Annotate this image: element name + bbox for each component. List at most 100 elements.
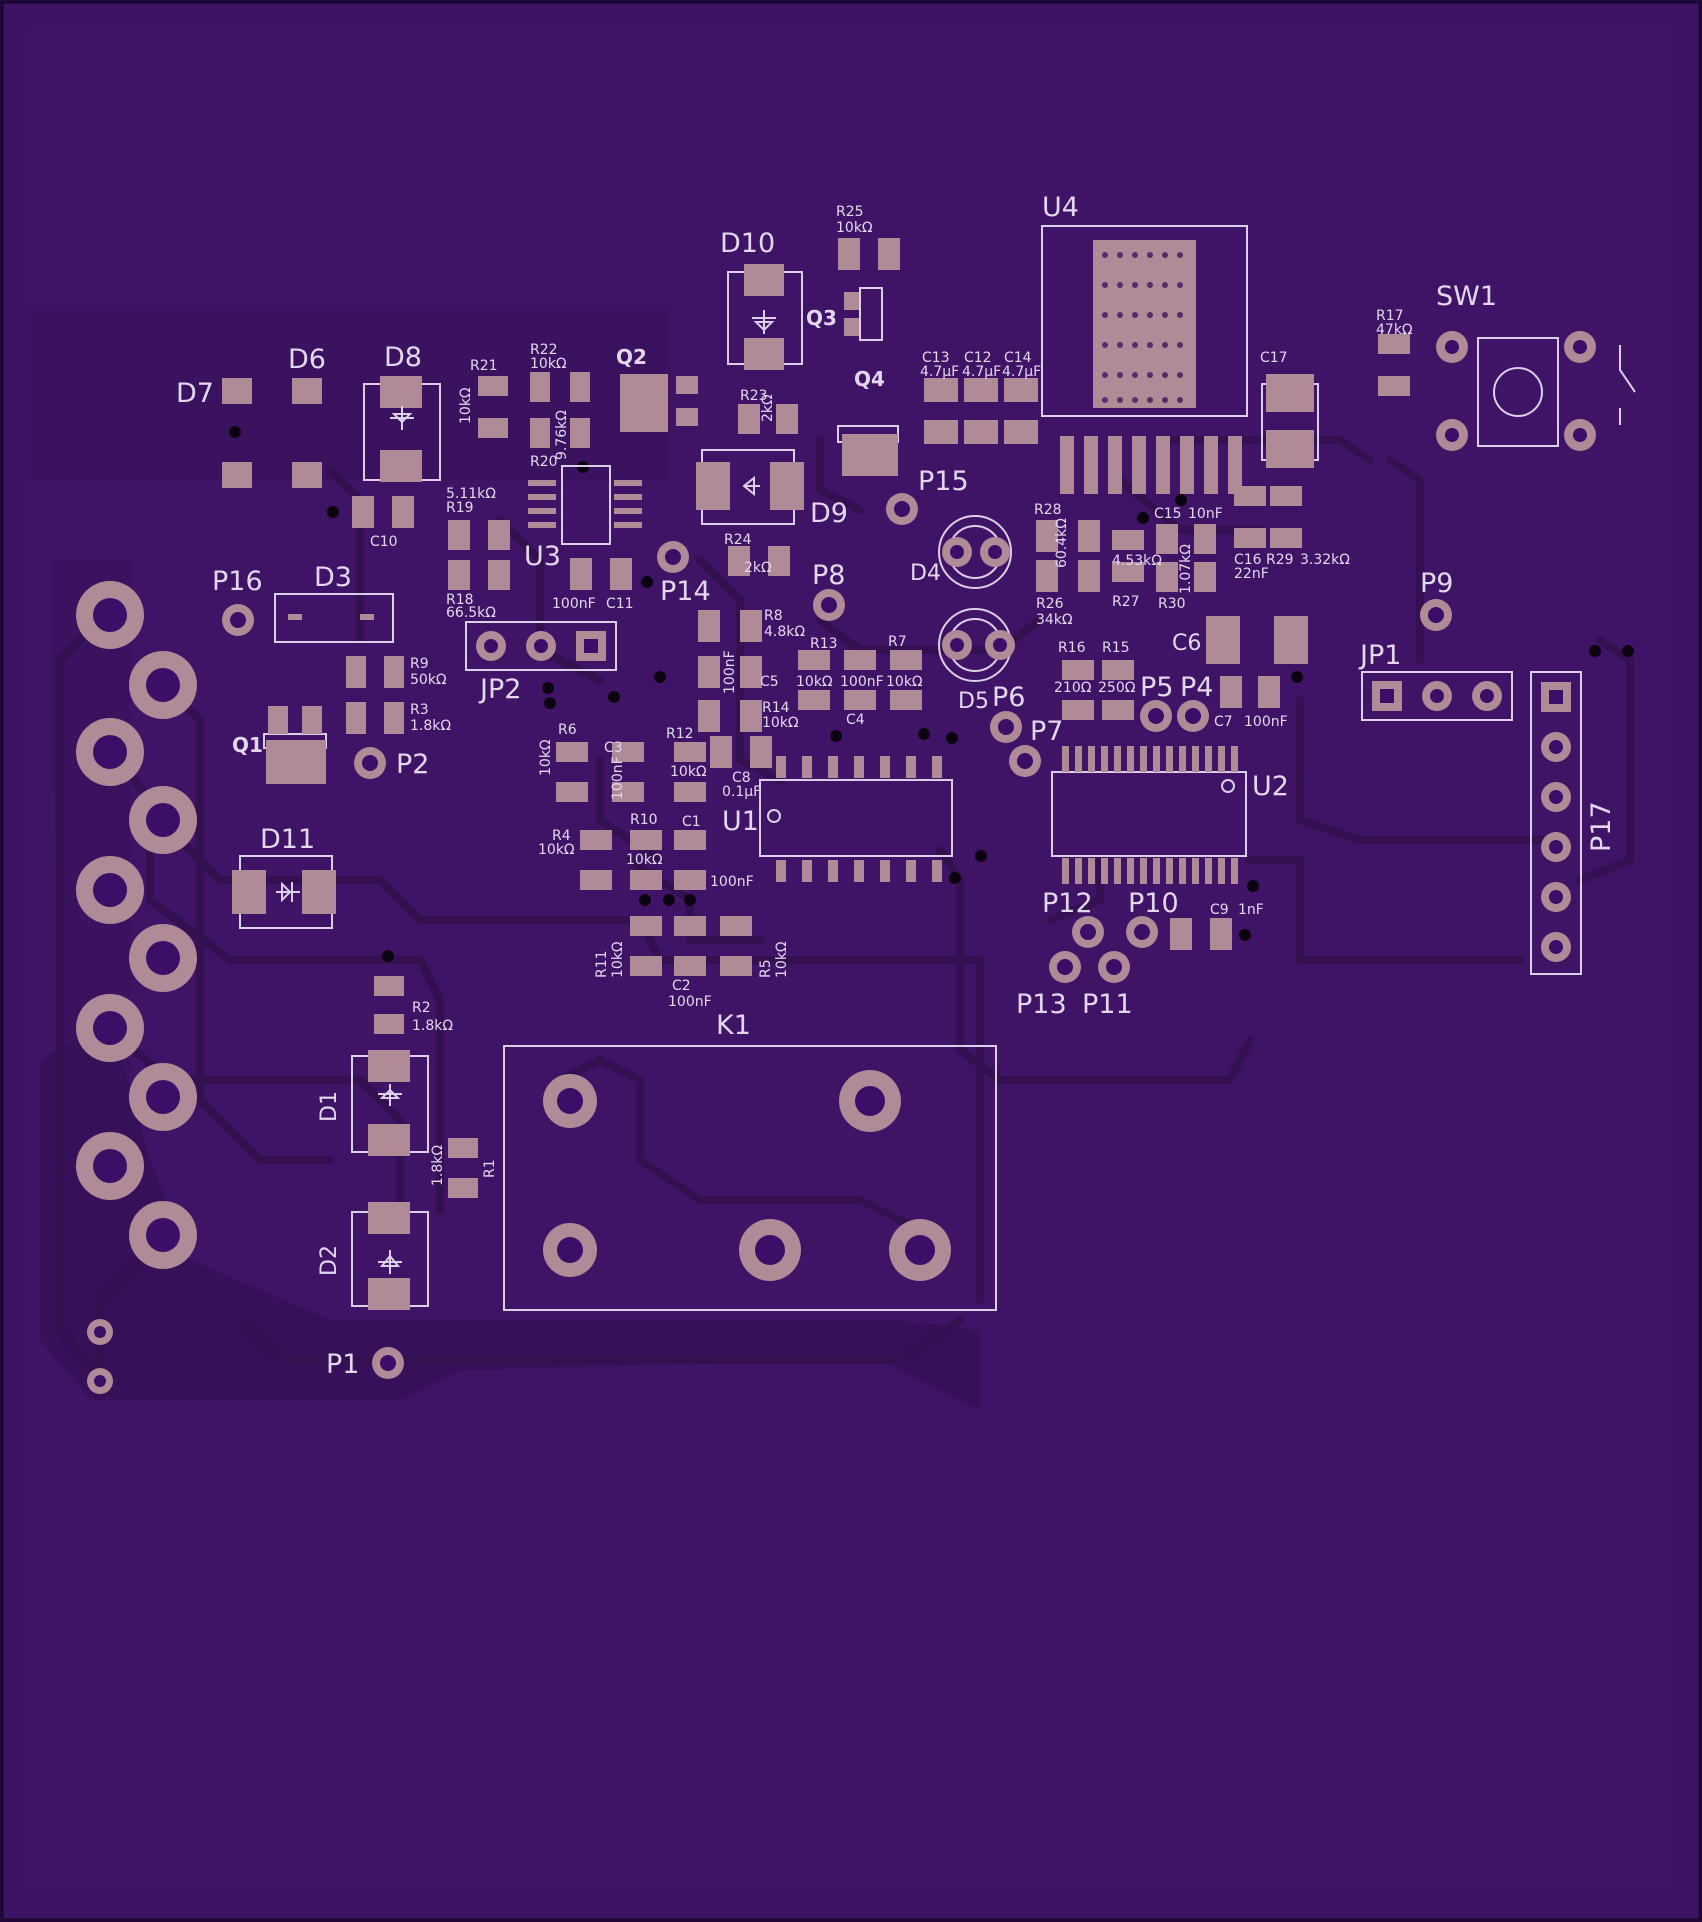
label-R3: R3 bbox=[410, 702, 429, 718]
label-P17: P17 bbox=[1586, 801, 1617, 852]
label-Q2: Q2 bbox=[616, 345, 647, 369]
label-R8-value: 4.8kΩ bbox=[764, 624, 805, 640]
led-D4-D5 bbox=[938, 515, 1015, 682]
label-R8: R8 bbox=[764, 608, 783, 624]
label-Q1: Q1 bbox=[232, 733, 263, 757]
pin-headers bbox=[465, 621, 1582, 975]
label-D9: D9 bbox=[810, 498, 848, 529]
label-C13-value: 4.7μF bbox=[920, 364, 959, 380]
label-R10-value: 10kΩ bbox=[626, 852, 663, 868]
label-R15: R15 bbox=[1102, 640, 1130, 656]
label-R20: R20 bbox=[530, 454, 558, 470]
label-P6: P6 bbox=[992, 682, 1025, 713]
label-R2-value: 1.8kΩ bbox=[412, 1018, 453, 1034]
diode-symbols bbox=[276, 310, 776, 1274]
label-R4-value: 10kΩ bbox=[538, 842, 575, 858]
label-D3: D3 bbox=[314, 562, 352, 593]
label-R17-value: 47kΩ bbox=[1376, 322, 1413, 338]
label-Q4: Q4 bbox=[854, 367, 885, 391]
label-JP1: JP1 bbox=[1358, 640, 1401, 671]
label-C1: C1 bbox=[682, 814, 701, 830]
label-R26-value: 34kΩ bbox=[1036, 612, 1073, 628]
label-P11: P11 bbox=[1082, 989, 1133, 1020]
label-JP2: JP2 bbox=[478, 674, 521, 705]
label-D6: D6 bbox=[288, 344, 326, 375]
label-R12: R12 bbox=[666, 726, 694, 742]
label-R24-value: 2kΩ bbox=[744, 560, 772, 576]
label-R21-value: 10kΩ bbox=[458, 387, 474, 424]
label-U1: U1 bbox=[722, 806, 759, 837]
label-C5: C5 bbox=[760, 674, 779, 690]
label-R27: R27 bbox=[1112, 594, 1140, 610]
label-C3-value: 100nF bbox=[610, 756, 626, 800]
label-C1-value: 100nF bbox=[710, 874, 754, 890]
label-U3: U3 bbox=[524, 541, 561, 572]
label-R9-value: 50kΩ bbox=[410, 672, 447, 688]
label-P1: P1 bbox=[326, 1349, 359, 1380]
label-C2: C2 bbox=[672, 978, 691, 994]
silkscreen-labels: U4 SW1 D10 R25 10kΩ Q3 Q4 Q2 D7 D6 D8 R2… bbox=[176, 192, 1617, 1380]
label-Q3: Q3 bbox=[806, 306, 837, 330]
label-R1: R1 bbox=[482, 1159, 498, 1178]
label-C8: C8 bbox=[732, 770, 751, 786]
label-R23-value: 2kΩ bbox=[760, 394, 776, 422]
label-R27-value: 4.53kΩ bbox=[1112, 553, 1162, 569]
label-D1: D1 bbox=[317, 1091, 342, 1122]
label-C13: C13 bbox=[922, 350, 950, 366]
label-R11-value: 10kΩ bbox=[610, 941, 626, 978]
label-R12-value: 10kΩ bbox=[670, 764, 707, 780]
label-R18: R18 bbox=[446, 592, 474, 608]
label-P2: P2 bbox=[396, 749, 429, 780]
U4-regulator-module bbox=[1041, 225, 1248, 494]
label-R13-value: 10kΩ bbox=[796, 674, 833, 690]
label-R23: R23 bbox=[740, 388, 768, 404]
label-C6: C6 bbox=[1172, 631, 1201, 656]
label-R7: R7 bbox=[888, 634, 907, 650]
label-D11: D11 bbox=[260, 824, 315, 855]
label-R15-value: 250Ω bbox=[1098, 680, 1136, 696]
label-P7: P7 bbox=[1030, 716, 1063, 747]
label-P10: P10 bbox=[1128, 888, 1179, 919]
label-C14: C14 bbox=[1004, 350, 1032, 366]
label-R28: R28 bbox=[1034, 502, 1062, 518]
label-R5: R5 bbox=[758, 959, 774, 978]
label-P8: P8 bbox=[812, 560, 845, 591]
label-C3: C3 bbox=[604, 740, 623, 756]
label-C4-value: 100nF bbox=[840, 674, 884, 690]
label-D10: D10 bbox=[720, 228, 775, 259]
vias bbox=[229, 426, 1634, 962]
label-R9: R9 bbox=[410, 656, 429, 672]
label-P15: P15 bbox=[918, 466, 969, 497]
label-R5-value: 10kΩ bbox=[774, 941, 790, 978]
label-R14-value: 10kΩ bbox=[762, 715, 799, 731]
label-R16-value: 210Ω bbox=[1054, 680, 1092, 696]
label-R29: R29 bbox=[1266, 552, 1294, 568]
label-R22: R22 bbox=[530, 342, 558, 358]
label-C15-value: 10nF bbox=[1188, 506, 1223, 522]
test-points bbox=[222, 493, 1452, 1379]
label-D4: D4 bbox=[910, 561, 941, 586]
label-R29-value: 3.32kΩ bbox=[1300, 552, 1350, 568]
label-C2-value: 100nF bbox=[668, 994, 712, 1010]
label-R6: R6 bbox=[558, 722, 577, 738]
label-SW1: SW1 bbox=[1436, 281, 1497, 312]
label-C5-value: 100nF bbox=[722, 650, 738, 694]
label-R2: R2 bbox=[412, 1000, 431, 1016]
label-R28-value: 60.4kΩ bbox=[1054, 518, 1070, 568]
copper-pour-left bbox=[30, 310, 670, 480]
label-R4: R4 bbox=[552, 828, 571, 844]
label-K1: K1 bbox=[716, 1010, 751, 1041]
label-R30-value: 1.07kΩ bbox=[1178, 544, 1194, 594]
label-R25: R25 bbox=[836, 204, 864, 220]
label-R25-value: 10kΩ bbox=[836, 220, 873, 236]
label-R30: R30 bbox=[1158, 596, 1186, 612]
label-P13: P13 bbox=[1016, 989, 1067, 1020]
label-C12: C12 bbox=[964, 350, 992, 366]
label-D7: D7 bbox=[176, 378, 214, 409]
label-R17: R17 bbox=[1376, 308, 1404, 324]
label-C16: C16 bbox=[1234, 552, 1262, 568]
K1-relay bbox=[503, 1045, 997, 1311]
label-D5: D5 bbox=[958, 689, 989, 714]
label-D2: D2 bbox=[317, 1245, 342, 1276]
